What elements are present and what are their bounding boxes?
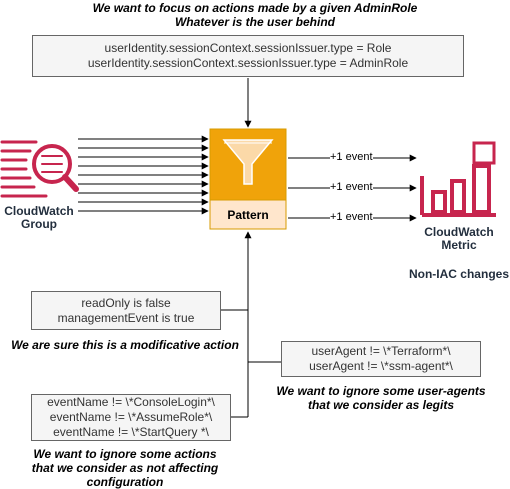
readonly-note: We are sure this is a modificative actio… xyxy=(11,338,239,352)
header-line1: We want to focus on actions made by a gi… xyxy=(92,1,418,15)
funnel-filter-icon xyxy=(222,139,274,185)
useragent-note-line1: We want to ignore some user-agents xyxy=(276,384,486,398)
target-label-line2: Metric xyxy=(441,238,477,252)
target-label-line1: CloudWatch xyxy=(424,225,494,239)
cloudwatch-group-label: CloudWatch Group xyxy=(0,205,78,231)
eventname-filter-box: eventName != \*ConsoleLogin*\ eventName … xyxy=(31,394,231,441)
source-label-line2: Group xyxy=(21,217,57,231)
session-filter-line1: userIdentity.sessionContext.sessionIssue… xyxy=(104,41,392,55)
useragent-note: We want to ignore some user-agents that … xyxy=(266,384,496,412)
eventname-line2: eventName != \*AssumeRole*\ xyxy=(49,410,213,424)
header-line2: Whatever is the user behind xyxy=(174,15,336,29)
event-label-1: +1 event xyxy=(330,151,373,163)
readonly-filter-box: readOnly is false managementEvent is tru… xyxy=(31,291,221,330)
readonly-line2: managementEvent is true xyxy=(57,310,195,325)
eventname-note-line3: configuration xyxy=(86,475,164,489)
eventname-note-line2: that we consider as not affecting xyxy=(31,461,219,475)
input-arrows xyxy=(78,135,209,215)
session-filter-box: userIdentity.sessionContext.sessionIssue… xyxy=(32,35,464,77)
pattern-label: Pattern xyxy=(227,207,269,222)
session-filter-line2: userIdentity.sessionContext.sessionIssue… xyxy=(87,56,409,70)
event-label-3: +1 event xyxy=(330,211,373,223)
eventname-line3: eventName != \*StartQuery *\ xyxy=(53,425,209,439)
filter-connectors xyxy=(221,231,281,418)
readonly-line1: readOnly is false xyxy=(81,295,171,310)
cloudwatch-logs-icon xyxy=(0,140,79,198)
useragent-line1: userAgent != \*Terraform*\ xyxy=(311,344,451,358)
useragent-note-line2: that we consider as legits xyxy=(307,398,455,412)
cloudwatch-metric-label: CloudWatch Metric xyxy=(414,226,504,252)
useragent-filter-box: userAgent != \*Terraform*\ userAgent != … xyxy=(281,341,481,377)
eventname-note: We want to ignore some actions that we c… xyxy=(0,447,250,489)
eventname-line1: eventName != \*ConsoleLogin*\ xyxy=(47,395,215,409)
eventname-note-line1: We want to ignore some actions xyxy=(33,447,217,461)
event-label-2: +1 event xyxy=(330,181,373,193)
useragent-line2: userAgent != \*ssm-agent*\ xyxy=(309,359,453,373)
header-note: We want to focus on actions made by a gi… xyxy=(0,1,510,29)
source-label-line1: CloudWatch xyxy=(4,204,74,218)
cloudwatch-metric-icon xyxy=(420,141,496,217)
non-iac-caption: Non-IAC changes xyxy=(408,267,509,281)
